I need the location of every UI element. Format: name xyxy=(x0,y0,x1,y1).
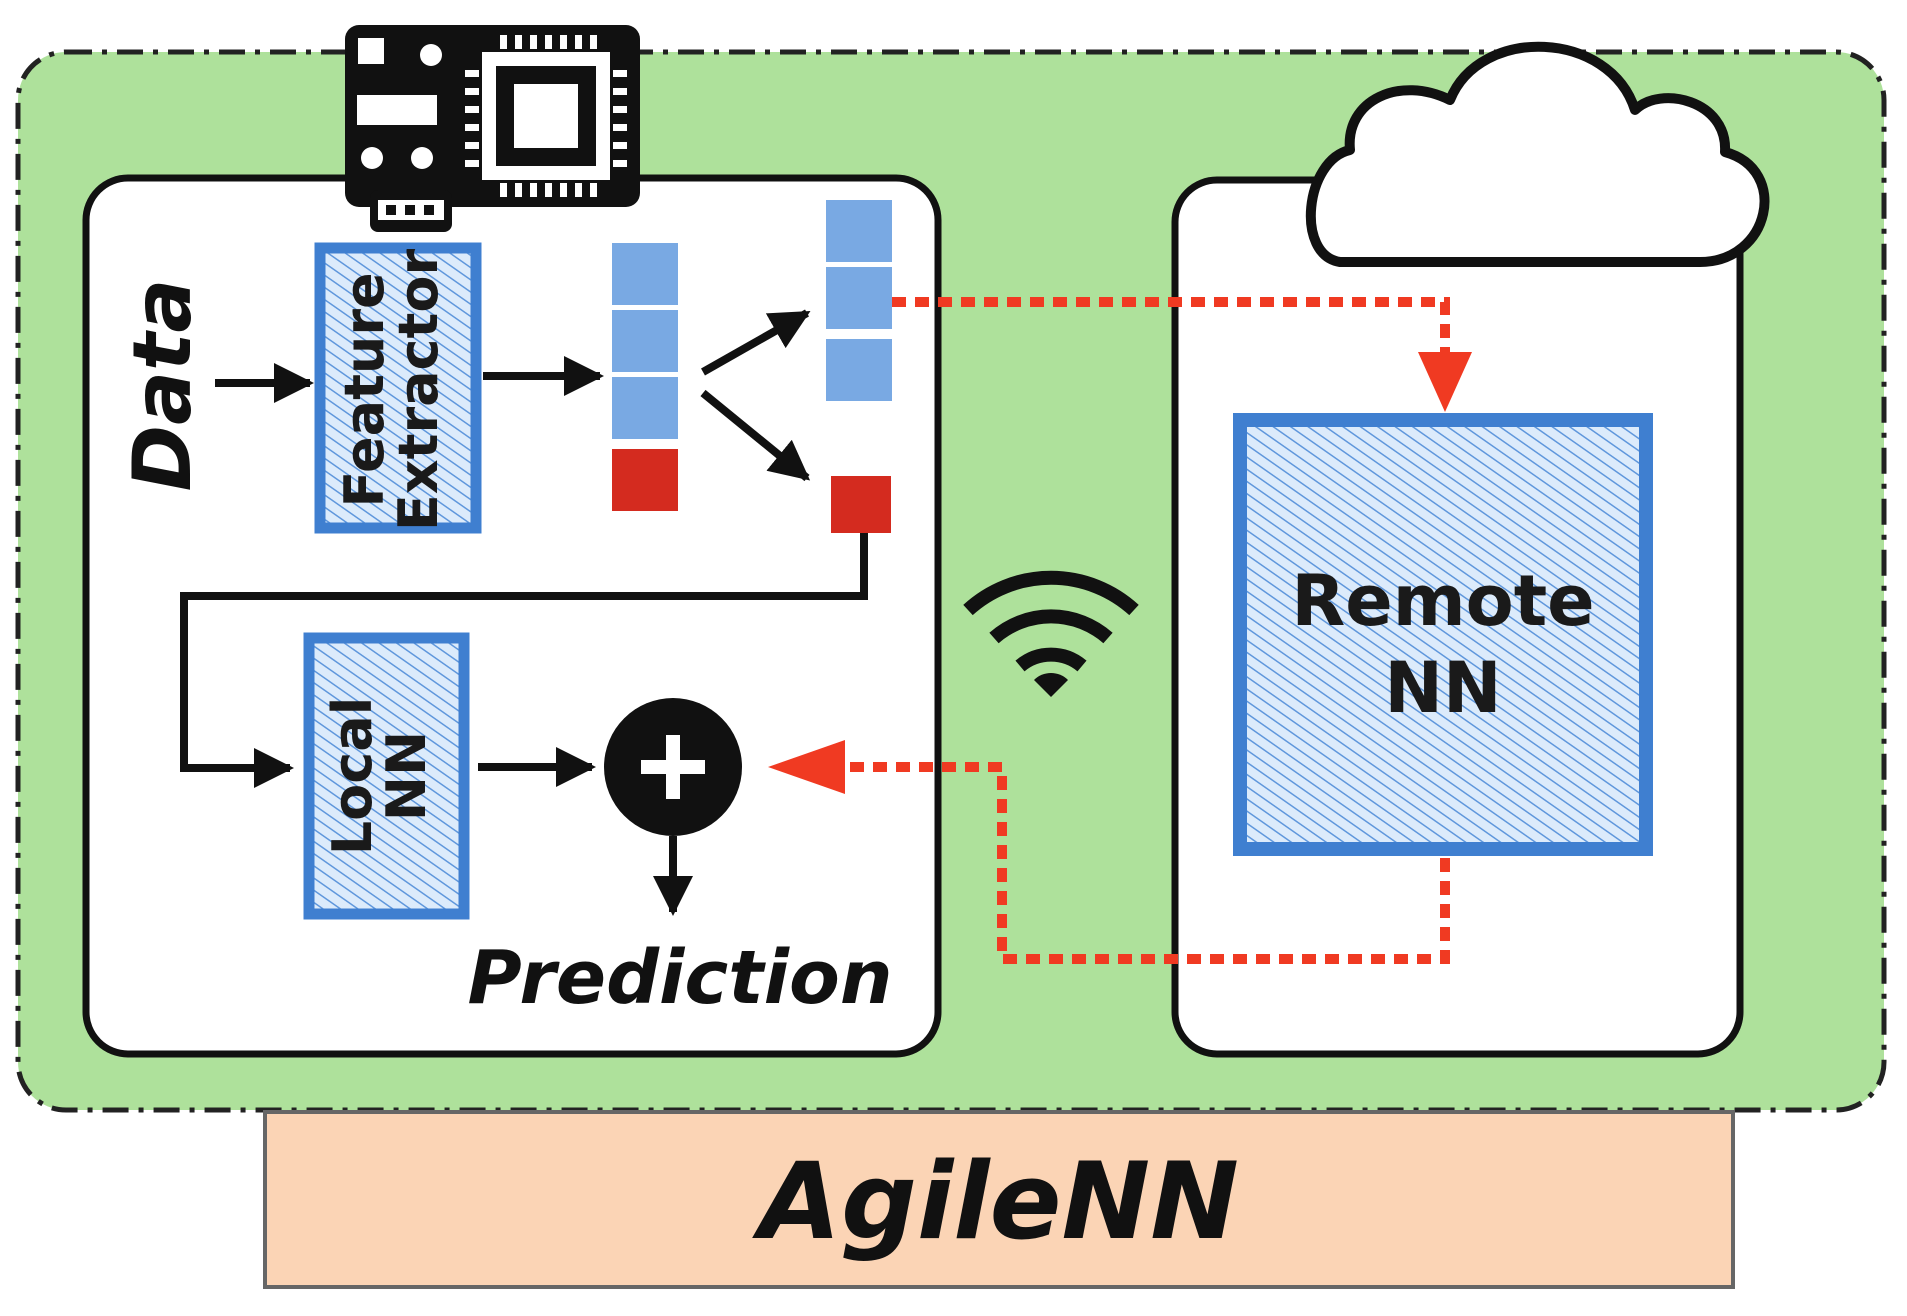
wifi-icon xyxy=(963,570,1139,697)
local-nn-box xyxy=(303,632,470,920)
remote-nn-label-line2: NN xyxy=(1384,647,1501,729)
local-feature-cell xyxy=(831,476,891,533)
feature-cell-important xyxy=(612,449,678,511)
remote-nn-box xyxy=(1233,413,1653,856)
dashed-arrowhead-left xyxy=(768,740,845,794)
feature-cell xyxy=(826,200,892,262)
feature-cell xyxy=(612,243,678,305)
dashed-arrow-to-remote-nn xyxy=(892,297,1450,355)
data-label: Data xyxy=(116,279,209,492)
local-nn-label-line1: Local xyxy=(321,697,384,855)
feature-vector xyxy=(612,243,678,511)
feature-extractor-box xyxy=(314,242,482,534)
dashed-arrow-to-combine xyxy=(838,762,1450,964)
circuit-board-icon xyxy=(345,25,640,232)
feature-cell xyxy=(826,339,892,401)
feature-cell xyxy=(826,267,892,329)
arrow-split-down xyxy=(700,389,811,482)
arrow-split-up xyxy=(701,309,811,376)
feature-cell xyxy=(612,310,678,372)
offloaded-features xyxy=(826,200,892,401)
feature-cell xyxy=(612,377,678,439)
dashed-arrowhead-down xyxy=(1418,352,1472,412)
device-panel xyxy=(82,174,942,1058)
local-nn-label-line2: NN xyxy=(375,731,438,821)
footer-bar xyxy=(263,1110,1735,1289)
feature-extractor-label-line2: Extractor xyxy=(387,249,450,532)
feature-extractor-label-line1: Feature xyxy=(333,272,396,507)
prediction-label: Prediction xyxy=(467,935,892,1021)
cloud-icon xyxy=(1305,41,1770,267)
arrow-feature-to-local-nn xyxy=(180,533,868,788)
remote-nn-label-line1: Remote xyxy=(1291,560,1594,642)
plus-icon xyxy=(604,698,742,836)
footer-title: AgileNN xyxy=(752,1140,1239,1263)
